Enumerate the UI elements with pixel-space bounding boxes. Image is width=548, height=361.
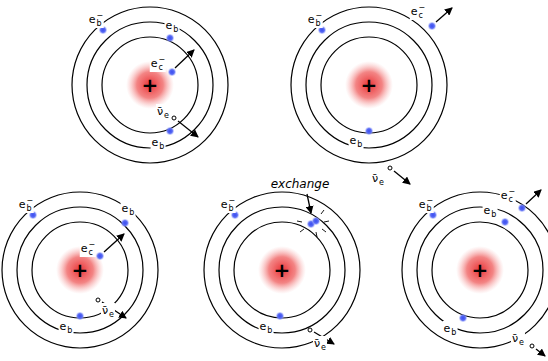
particle-label: ν̄e [101, 303, 115, 319]
particle-label: eb [165, 18, 180, 34]
particle-label: e−c [80, 241, 96, 257]
particle-label: eb [59, 319, 74, 335]
particle-label: ν̄e [156, 104, 170, 120]
particle-label: ν̄e [371, 171, 385, 187]
particle-label: eb [121, 201, 136, 217]
particle-label: e−b [18, 197, 34, 213]
particle-label: e−c [150, 56, 166, 72]
exchange-burst [297, 210, 329, 237]
particle-label: ν̄e [511, 331, 525, 347]
particle-label: e−c [410, 4, 426, 20]
nucleus [56, 61, 504, 294]
particle-label: e−b [418, 197, 434, 213]
particle-label: exchange [270, 178, 331, 190]
particle-label: e−c [500, 188, 516, 204]
nucleus-charge: + [141, 75, 160, 95]
particle-label: e−b [220, 197, 236, 213]
particle-label: eb [483, 203, 498, 219]
nucleus-charge: + [471, 260, 490, 280]
orbit-rings [2, 7, 548, 348]
motion-arrows [102, 8, 545, 356]
particle-label: eb [443, 321, 458, 337]
particle-label: e−b [88, 12, 104, 28]
particle-label: eb [151, 135, 166, 151]
particle-label: ν̄e [313, 336, 327, 352]
nucleus-charge: + [360, 75, 379, 95]
particle-label: e−b [307, 12, 323, 28]
neutrinos [96, 116, 534, 348]
electrons [29, 22, 526, 322]
particle-label: eb [349, 133, 364, 149]
nucleus-charge: + [273, 260, 292, 280]
nucleus-charge: + [71, 260, 90, 280]
particle-label: eb [259, 319, 274, 335]
